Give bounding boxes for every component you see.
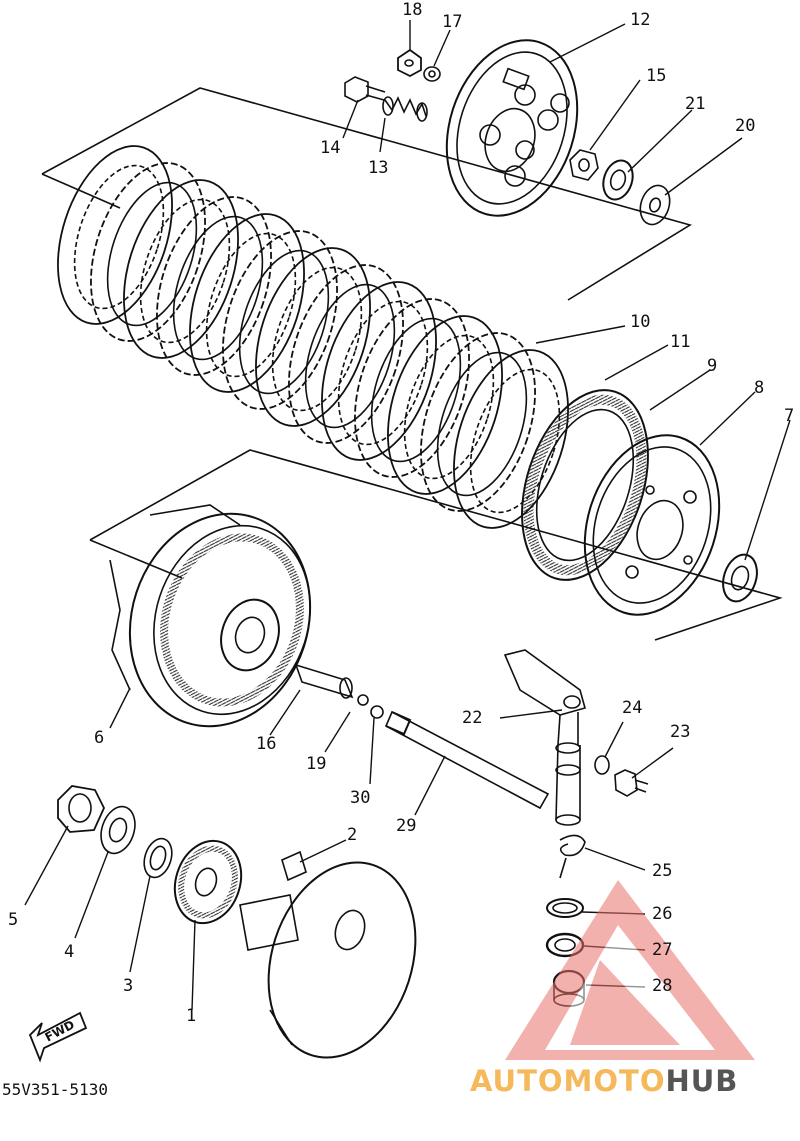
callout-18: 18 xyxy=(402,0,423,20)
clutch-plate-inner xyxy=(205,232,297,378)
clutch-plate-inner xyxy=(139,198,231,344)
clutch-plate-inner xyxy=(370,317,462,463)
fwd-label: FWD xyxy=(42,1017,77,1045)
callout-28: 28 xyxy=(652,976,673,996)
callout-20: 20 xyxy=(735,116,756,136)
clutch-plate xyxy=(57,145,173,325)
callout-2: 2 xyxy=(347,825,358,845)
clutch-plate xyxy=(189,213,305,393)
clutch-plate xyxy=(354,298,470,478)
clutch-plate-stack xyxy=(57,145,569,529)
drawing-code: 55V351-5130 xyxy=(2,1080,108,1099)
clutch-plate-inner xyxy=(436,351,528,497)
clutch-plate-inner xyxy=(403,334,495,480)
callout-22: 22 xyxy=(462,708,483,728)
callout-6: 6 xyxy=(94,728,105,748)
callout-25: 25 xyxy=(652,861,673,881)
watermark-text-a: AUTOMOTO xyxy=(470,1064,666,1098)
clutch-plate-inner xyxy=(172,215,264,361)
leader-lines xyxy=(24,20,791,1011)
callout-24: 24 xyxy=(622,698,643,718)
watermark-text-b: HUB xyxy=(665,1064,739,1098)
callout-16: 16 xyxy=(256,734,277,754)
callout-1: 1 xyxy=(186,1006,197,1026)
clutch-plate xyxy=(123,179,239,359)
clutch-spring xyxy=(382,96,428,122)
clutch-plate xyxy=(420,332,536,512)
clutch-plate-inner xyxy=(271,266,363,412)
clutch-plate-inner xyxy=(469,368,561,514)
watermark-logo-icon xyxy=(505,880,755,1060)
clutch-plate-inner xyxy=(304,283,396,429)
callout-10: 10 xyxy=(630,312,651,332)
callout-26: 26 xyxy=(652,904,673,924)
callout-23: 23 xyxy=(670,722,691,742)
callout-30: 30 xyxy=(350,788,371,808)
friction-plate-9 xyxy=(521,389,649,581)
push-lever xyxy=(503,649,586,826)
callout-15: 15 xyxy=(646,66,667,86)
callout-3: 3 xyxy=(123,976,134,996)
callout-4: 4 xyxy=(64,942,75,962)
fwd-arrow-icon xyxy=(28,1011,88,1063)
callout-7: 7 xyxy=(784,406,795,426)
callout-29: 29 xyxy=(396,816,417,836)
callout-27: 27 xyxy=(652,940,673,960)
clutch-plate xyxy=(453,349,569,529)
clutch-plate-inner xyxy=(337,300,429,446)
callout-13: 13 xyxy=(368,158,389,178)
callout-5: 5 xyxy=(8,910,19,930)
clutch-boss xyxy=(583,434,721,616)
callout-17: 17 xyxy=(442,12,463,32)
clutch-plate xyxy=(222,230,338,410)
watermark-text: AUTOMOTOHUB xyxy=(470,1064,738,1098)
fwd-indicator: FWD xyxy=(22,1010,92,1060)
clutch-plate xyxy=(288,264,404,444)
clutch-plate xyxy=(156,196,272,376)
clutch-plate xyxy=(321,281,437,461)
callout-9: 9 xyxy=(707,356,718,376)
callout-14: 14 xyxy=(320,138,341,158)
callout-11: 11 xyxy=(670,332,691,352)
clutch-plate-inner xyxy=(73,164,165,310)
callout-8: 8 xyxy=(754,378,765,398)
clutch-plate xyxy=(387,315,503,495)
callout-19: 19 xyxy=(306,754,327,774)
clutch-plate xyxy=(90,162,206,342)
clutch-plate-inner xyxy=(238,249,330,395)
pressure-plate xyxy=(445,39,579,217)
callout-12: 12 xyxy=(630,10,651,30)
watermark: AUTOMOTOHUB xyxy=(470,1060,795,1100)
clutch-plate xyxy=(255,247,371,427)
clutch-plate-inner xyxy=(106,181,198,327)
callout-21: 21 xyxy=(685,94,706,114)
clutch-housing xyxy=(109,504,312,728)
